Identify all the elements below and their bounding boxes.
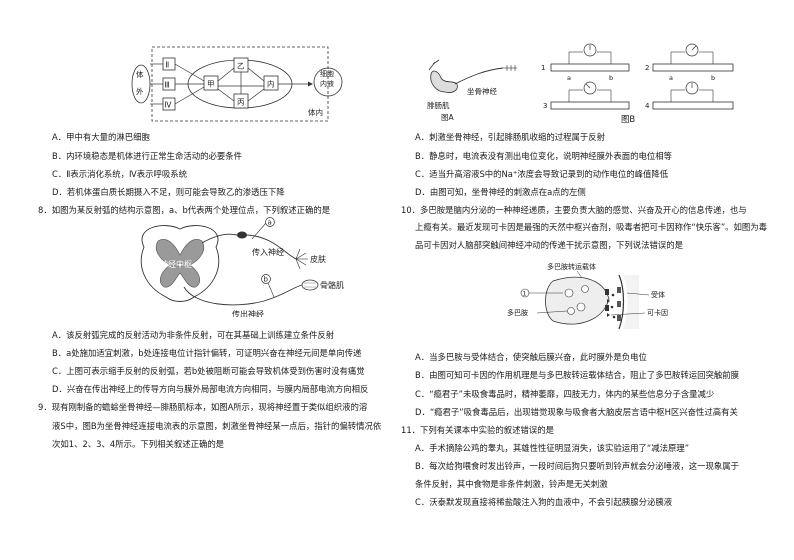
box-bing — [263, 75, 279, 91]
q8-option-d: D．兴奋在传出神经上的传导方向与膜外局部电流方向相同，与膜内局部电流方向相反 — [52, 384, 369, 394]
q8-option-a: A．该反射弧完成的反射活动为非条件反射，可在其基础上训练建立条件反射 — [52, 330, 335, 340]
q10-stem-line-1: 10．多巴胺是脑内分泌的一种神经递质，主要负责大脑的感觉、兴奋及开心的信息传递，… — [401, 205, 747, 215]
meter-2-a: a — [669, 74, 673, 82]
muscle-shape — [430, 70, 458, 93]
meter-2-b: b — [711, 74, 715, 82]
meter-1-a: a — [567, 74, 571, 82]
meter-1-b: b — [609, 74, 613, 82]
q11-option-c: C．沃泰默发现直接将稀盐酸注入狗的血液中，不会引起胰腺分泌胰液 — [415, 497, 673, 507]
box-jia-label: 甲 — [207, 80, 215, 89]
cell-label-2: 内液 — [320, 79, 334, 88]
meter-2: 2 a b — [645, 43, 734, 82]
meter-3-number: 3 — [543, 102, 547, 110]
postsynaptic-membrane — [618, 274, 625, 330]
cell-circle — [313, 67, 343, 97]
meter-3: 3 — [543, 81, 630, 110]
cell-label-1: 细胞 — [320, 69, 334, 78]
figure-internal-environment: 体 外 Ⅱ Ⅲ Ⅳ 甲 乙 内 — [130, 44, 362, 126]
q7-option-d: D．若机体蛋白质长期摄入不足，则可能会导致乙的渗透压下降 — [52, 187, 285, 197]
box-yi-label: 乙 — [237, 62, 245, 71]
figure-b-caption: 图B — [621, 114, 636, 124]
outside-label-1: 体 — [136, 69, 144, 79]
muscle-shape — [301, 279, 319, 291]
q10-option-d: D．“瘾君子”吸食毒品后，出现错觉现象与吸食者大脑皮层言语中枢H区兴奋性过高有关 — [415, 407, 738, 417]
q11-option-b-cont: 条件反射，其中食物是非条件刺激，铃声是无关刺激 — [415, 479, 608, 489]
muscle-label: 腓肠肌 — [427, 100, 450, 110]
q9-stem-line-3: 次如1、2、3、4所示。下列相关叙述正确的是 — [52, 439, 225, 449]
q9-option-d: D．由图可知，坐骨神经的刺激点在a点的左侧 — [415, 187, 586, 197]
q9-option-c: C．适当升高溶液S中的Na⁺浓度会导致记录到的动作电位的峰值降低 — [415, 169, 669, 179]
figure-b-meters: a b 2 a b 3 — [541, 40, 765, 122]
ganglion — [237, 231, 247, 239]
muscle-label: 骨骼肌 — [320, 280, 344, 290]
q11-option-a: A．手术摘除公鸡的睾丸，其雄性性征明显消失，该实验运用了“减法原理” — [415, 443, 690, 453]
box-jia — [203, 75, 219, 91]
skin-label: 皮肤 — [310, 254, 326, 264]
inside-label: 体内 — [308, 107, 323, 117]
q10-stem-line-3: 品可卡因对人脑部突触间神经冲动的传递干扰示意图，下列说法错误的是 — [415, 240, 683, 250]
q8-option-b: B．a处施加适宜刺激，b处连接电位计指针偏转，可证明兴奋在神经元间是单向传递 — [52, 348, 362, 358]
q10-option-b: B．由图可知可卡因的作用机理是与多巴胺转运载体结合，阻止了多巴胺转运回突触前膜 — [415, 370, 739, 380]
receptor-label: 受体 — [651, 290, 665, 299]
q8-option-c: C．上图可表示缩手反射的反射弧，若b处被阻断可能会导致机体受到伤害时没有痛觉 — [52, 366, 365, 376]
meter-1-number: 1 — [541, 64, 545, 72]
presynaptic-terminal — [545, 276, 610, 325]
figure-synapse-cocaine: 多巴胺转运载体 — [507, 259, 687, 343]
q11-option-b: B．每次给狗喂食时发出铃声，一段时间后狗只要听到铃声就会分泌唾液，这一现象属于 — [415, 461, 739, 471]
point-b-label: b — [264, 276, 269, 284]
marker-1: 1 — [523, 291, 527, 298]
figure-reflex-arc: 神经中枢 传入神经 a 皮肤 — [124, 217, 344, 317]
afferent-label: 传入神经 — [252, 247, 284, 257]
box-bing-label: 内 — [267, 79, 275, 89]
q7-option-a: A．甲中有大量的淋巴细胞 — [52, 132, 150, 142]
figure-a-caption: 图A — [441, 113, 454, 122]
meter-4: 4 — [645, 81, 734, 110]
q7-option-b: B．内环境稳态是机体进行正常生命活动的必要条件 — [52, 151, 242, 161]
box-ii-label: Ⅱ — [166, 61, 170, 70]
center-label: 神经中枢 — [160, 259, 192, 269]
box-iv-label: Ⅳ — [165, 101, 172, 110]
q9-stem-line-1: 9．现有刚制备的蟾蜍坐骨神经—腓肠肌标本，如图A所示，现将神经置于类似组织液的溶 — [38, 402, 368, 412]
box-nei-label: 丙 — [237, 98, 245, 107]
q11-stem: 11．下列有关课本中实验的叙述错误的是 — [401, 425, 555, 435]
outside-label-2: 外 — [136, 86, 144, 96]
sciatic-nerve — [454, 67, 504, 85]
dopamine-label: 多巴胺 — [507, 308, 528, 317]
q8-stem: 8．如图为某反射弧的结构示意图，a、b代表两个处理位点，下列叙述正确的是 — [38, 205, 331, 215]
nerve-label: 坐骨神经 — [467, 86, 497, 96]
efferent-label: 传出神经 — [232, 309, 264, 317]
skin-receptor — [295, 248, 308, 270]
q10-option-c: C．“瘾君子”未吸食毒品时，精神萎靡，四肢无力，体内的某些信息分子含量减少 — [415, 389, 715, 399]
q9-option-a: A．刺激坐骨神经，引起腓肠肌收缩的过程属于反射 — [415, 132, 605, 142]
box-iii-label: Ⅲ — [165, 81, 170, 90]
figure-a-nerve-muscle: 腓肠肌 坐骨神经 图A — [427, 56, 537, 122]
carrier-label: 多巴胺转运载体 — [547, 262, 596, 271]
q7-option-c: C．Ⅱ表示消化系统，Ⅳ表示呼吸系统 — [52, 169, 187, 179]
point-a-label: a — [268, 219, 272, 227]
q9-stem-line-2: 液S中，图B为坐骨神经连接电流表的示意图，刺激坐骨神经某一点后，指针的偏转情况依 — [52, 421, 382, 431]
cocaine-label: 可卡因 — [647, 308, 668, 317]
q10-stem-line-2: 上瘾有关。最近发现可卡因是最强的天然中枢兴奋剂，吸毒者把可卡因称作“快乐客”。如… — [415, 222, 768, 232]
q10-option-a: A．当多巴胺与受体结合，使突触后膜兴奋，此时膜外是负电位 — [415, 352, 647, 362]
point-a-circle — [265, 217, 275, 227]
meter-2-number: 2 — [645, 64, 649, 72]
q9-option-b: B．静息时，电流表没有测出电位变化，说明神经膜外表面的电位相等 — [415, 151, 672, 161]
point-b-circle — [261, 274, 271, 284]
meter-1: a b — [550, 43, 630, 82]
meter-4-number: 4 — [645, 102, 650, 110]
